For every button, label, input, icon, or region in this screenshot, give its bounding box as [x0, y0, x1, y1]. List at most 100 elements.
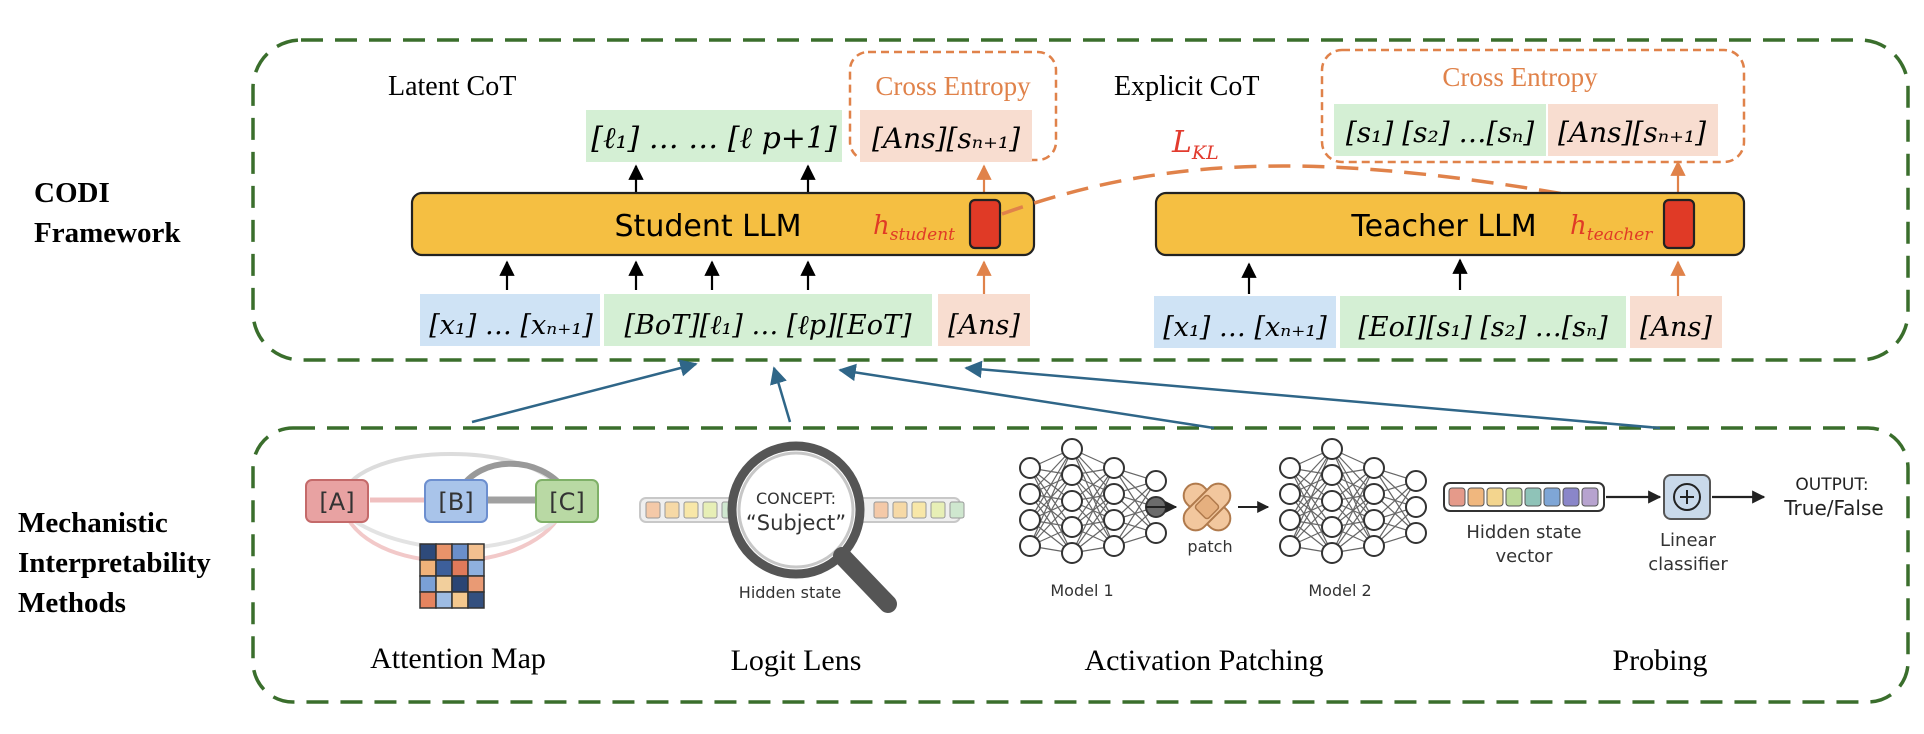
hidden-state-token-strip — [645, 501, 965, 519]
magnifier-lens — [727, 441, 865, 579]
network-neuron — [1279, 483, 1301, 505]
logit-lens-illustration: CONCEPT: “Subject” Hidden state — [639, 441, 965, 613]
network-neuron — [1103, 509, 1125, 531]
network-neuron — [1145, 522, 1167, 544]
teacher-llm-bar — [1154, 191, 1746, 257]
teacher-hidden-state-box — [1662, 198, 1696, 250]
svg-text:[C]: [C] — [549, 488, 584, 516]
probing-vector-label-1: Hidden state — [1466, 522, 1581, 543]
network-neuron — [1103, 457, 1125, 479]
patch-bandage-icon — [1182, 482, 1232, 532]
logit-lens-hidden-state-label: Hidden state — [739, 583, 841, 602]
activation-patching-illustration: patch Model 1 Model 2 — [1019, 438, 1427, 600]
network-neuron — [1405, 496, 1427, 518]
network-neuron — [1061, 490, 1083, 512]
attention-node-b — [424, 479, 488, 523]
network-neuron — [1061, 438, 1083, 460]
kl-label: LKL — [1171, 125, 1219, 164]
student-hidden-state-box — [968, 198, 1002, 250]
logit-lens-concept: CONCEPT: — [756, 489, 836, 508]
logit-lens-subject: “Subject” — [746, 511, 846, 535]
network-neuron — [1019, 509, 1041, 531]
network-neuron — [1321, 542, 1343, 564]
mi-label-line1: Mechanistic — [18, 507, 168, 539]
hidden-state-token — [683, 501, 699, 519]
latent-output-ans: [Ans][sₙ₊₁] — [872, 122, 1020, 155]
explicit-output-ans-cell — [1548, 104, 1718, 156]
probing-output-label-1: OUTPUT: — [1795, 475, 1868, 495]
codi-label-line1: CODI — [34, 177, 110, 209]
latent-input-mid: [BoT][ℓ₁] … [ℓp][EoT] — [624, 310, 912, 341]
probing-classifier-label-2: classifier — [1648, 554, 1728, 575]
explicit-cross-entropy-label: Cross Entropy — [1442, 62, 1598, 92]
network-neuron — [1363, 457, 1385, 479]
mi-methods-box — [251, 426, 1910, 704]
network-neuron — [1061, 542, 1083, 564]
hidden-state-token — [949, 501, 965, 519]
network-neuron — [1405, 470, 1427, 492]
explicit-output-ans: [Ans][sₙ₊₁] — [1558, 116, 1706, 149]
vector-cell — [1448, 487, 1466, 507]
network-neuron — [1145, 470, 1167, 492]
vector-cell — [1581, 487, 1599, 507]
latent-output-latents-cell — [586, 110, 842, 162]
network-neuron — [1363, 483, 1385, 505]
vector-cell — [1524, 487, 1542, 507]
network-neuron — [1279, 509, 1301, 531]
probing-vector-label-2: vector — [1495, 546, 1553, 567]
network-neuron — [1103, 535, 1125, 557]
patch-label: patch — [1187, 537, 1232, 556]
vector-cell — [1467, 487, 1485, 507]
probing-classifier-label-1: Linear — [1660, 530, 1717, 551]
vector-cell — [1505, 487, 1523, 507]
probing-to-latent-arrow — [964, 360, 1661, 430]
model-2-label: Model 2 — [1308, 581, 1371, 600]
teacher-llm-name: Teacher LLM — [1350, 209, 1536, 244]
network-neuron — [1019, 483, 1041, 505]
hidden-state-token — [664, 501, 680, 519]
network-neuron — [1363, 535, 1385, 557]
explicit-input-x-cell — [1154, 296, 1336, 348]
logit-lens-caption: Logit Lens — [731, 644, 862, 677]
network-neuron — [1321, 438, 1343, 460]
student-llm-name: Student LLM — [615, 209, 802, 244]
explicit-input-mid-cell — [1340, 296, 1626, 348]
latent-cross-entropy-label: Cross Entropy — [875, 71, 1031, 101]
latent-input-x-cell — [420, 294, 600, 346]
attention-node-c — [535, 479, 599, 523]
model-1-network — [1019, 438, 1167, 564]
codi-framework-box — [251, 38, 1910, 362]
network-neuron — [1279, 535, 1301, 557]
attention-to-latent-arrow — [471, 359, 698, 424]
network-neuron — [1019, 457, 1041, 479]
latent-input-mid-cell — [604, 294, 932, 346]
explicit-output-steps: [s₁] [s₂] …[sₙ] — [1346, 116, 1534, 149]
latent-output-latents: [ℓ₁] … … [ℓ p+1] — [591, 121, 837, 156]
probing-output-label-2: True/False — [1783, 496, 1883, 520]
hidden-state-token — [645, 501, 661, 519]
explicit-input-x: [x₁] … [xₙ₊₁] — [1163, 312, 1327, 343]
network-neuron — [1321, 490, 1343, 512]
hidden-state-token — [702, 501, 718, 519]
svg-text:[A]: [A] — [319, 488, 354, 516]
vector-cell — [1486, 487, 1504, 507]
attention-map-illustration: [A] [B] [C] — [305, 452, 599, 609]
explicit-cross-entropy-box — [1320, 48, 1746, 164]
network-neuron — [1279, 457, 1301, 479]
attention-heatmap — [419, 543, 485, 609]
explicit-output-steps-cell — [1334, 104, 1546, 156]
hidden-state-token — [930, 501, 946, 519]
svg-text:[B]: [B] — [438, 488, 473, 516]
kl-divergence-curve — [1001, 164, 1673, 216]
network-neuron — [1405, 522, 1427, 544]
latent-output-ans-cell — [860, 110, 1032, 162]
probing-illustration: Hidden state vector Linear classifier OU… — [1443, 474, 1884, 575]
network-neuron — [1061, 464, 1083, 486]
explicit-input-ans: [Ans] — [1640, 312, 1712, 343]
network-neuron — [1061, 516, 1083, 538]
codi-label-line2: Framework — [34, 217, 181, 249]
network-neuron — [1103, 483, 1125, 505]
explicit-cot-title: Explicit CoT — [1114, 71, 1259, 102]
hidden-state-token — [911, 501, 927, 519]
